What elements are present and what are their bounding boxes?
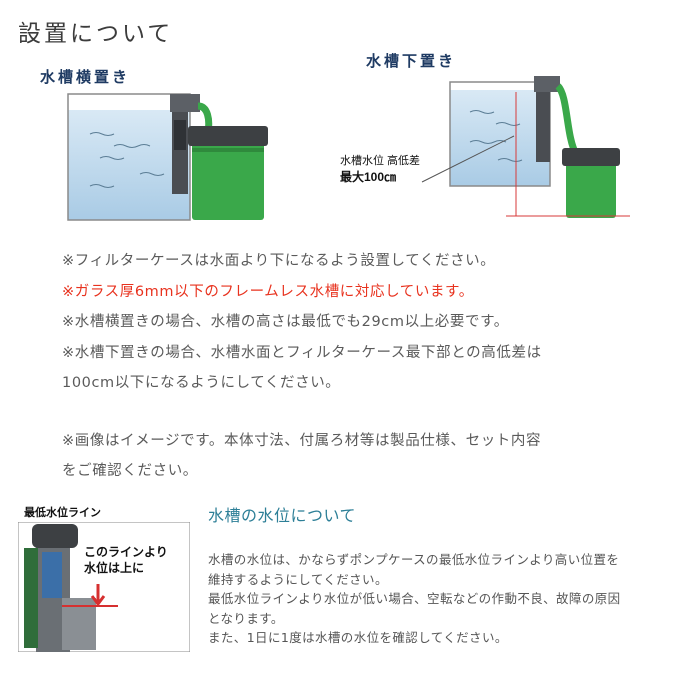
pump-inlet: [174, 120, 186, 150]
pump-water-line-illustration: このラインより 水位は上に: [18, 522, 190, 652]
installation-notes: ※フィルターケースは水面より下になるよう設置してください。 ※ガラス厚6mm以下…: [62, 246, 662, 487]
arrow-down-icon: [90, 584, 106, 607]
filter-lid: [188, 126, 268, 146]
filter-case: [192, 142, 264, 220]
water-ripples: [469, 110, 523, 162]
below-placement-title: 水槽下置き: [366, 52, 457, 70]
water-level-text-1: 水槽の水位は、かならずポンプケースの最低水位ラインより高い位置を: [208, 552, 620, 567]
water-level-text-3: 最低水位ラインより水位が低い場合、空転などの作動不良、故障の原因: [208, 591, 621, 607]
water-level-heading: 水槽の水位について: [208, 506, 357, 525]
pump-cap: [170, 94, 200, 112]
side-placement-diagram: [67, 93, 268, 221]
tank-water: [68, 110, 190, 220]
tank-outline: [67, 93, 191, 221]
water-level-text-2: 維持するようにしてください。: [208, 571, 388, 587]
note-below-height-2: 100cm以下になるようにしてください。: [62, 375, 341, 391]
callout-text-2: 水位は上に: [84, 560, 144, 575]
tank-water: [450, 90, 550, 186]
height-diff-label: 水槽水位 高低差: [340, 153, 420, 167]
pump-body: [536, 82, 550, 162]
note-glass-thickness: ※ガラス厚6mm以下のフレームレス水槽に対応しています。: [62, 283, 474, 300]
water-level-text-5: また、1日に1度は水槽の水位を確認してください。: [208, 630, 508, 646]
min-water-line-label: 最低水位ライン: [24, 506, 101, 519]
note-filter-below-surface: ※フィルターケースは水面より下になるよう設置してください。: [62, 253, 496, 269]
pump-top: [32, 524, 78, 548]
callout-line: [421, 135, 515, 183]
callout-text-1: このラインより: [84, 545, 168, 559]
pump-window: [42, 552, 62, 598]
water-level-body: 水槽の水位は、かならずポンプケースの最低水位ラインより高い位置を 維持するように…: [208, 550, 688, 648]
image-note-2: をご確認ください。: [62, 463, 198, 479]
filter-stripe: [192, 148, 264, 152]
image-note-1: ※画像はイメージです。本体寸法、付属ろ材等は製品仕様、セット内容: [62, 432, 542, 449]
hose: [555, 83, 580, 156]
pump-side: [24, 548, 38, 648]
filter-case: [566, 162, 616, 218]
pump-cap: [534, 76, 560, 92]
filter-lid: [562, 148, 620, 166]
note-below-height-1: ※水槽下置きの場合、水槽水面とフィルターケース最下部との高低差は: [62, 344, 542, 361]
water-level-text-4: となります。: [208, 610, 284, 626]
height-max-label: 最大100㎝: [340, 169, 396, 184]
water-ripples: [89, 132, 165, 188]
below-placement-diagram: 水槽水位 高低差 最大100㎝: [340, 76, 630, 218]
page-title: 設置について: [18, 21, 174, 47]
note-side-height: ※水槽横置きの場合、水槽の高さは最低でも29cm以上必要です。: [62, 314, 509, 330]
side-placement-title: 水槽横置き: [40, 68, 131, 86]
water-level-section: 水槽の水位について 水槽の水位は、かならずポンプケースの最低水位ラインより高い位…: [208, 502, 688, 648]
